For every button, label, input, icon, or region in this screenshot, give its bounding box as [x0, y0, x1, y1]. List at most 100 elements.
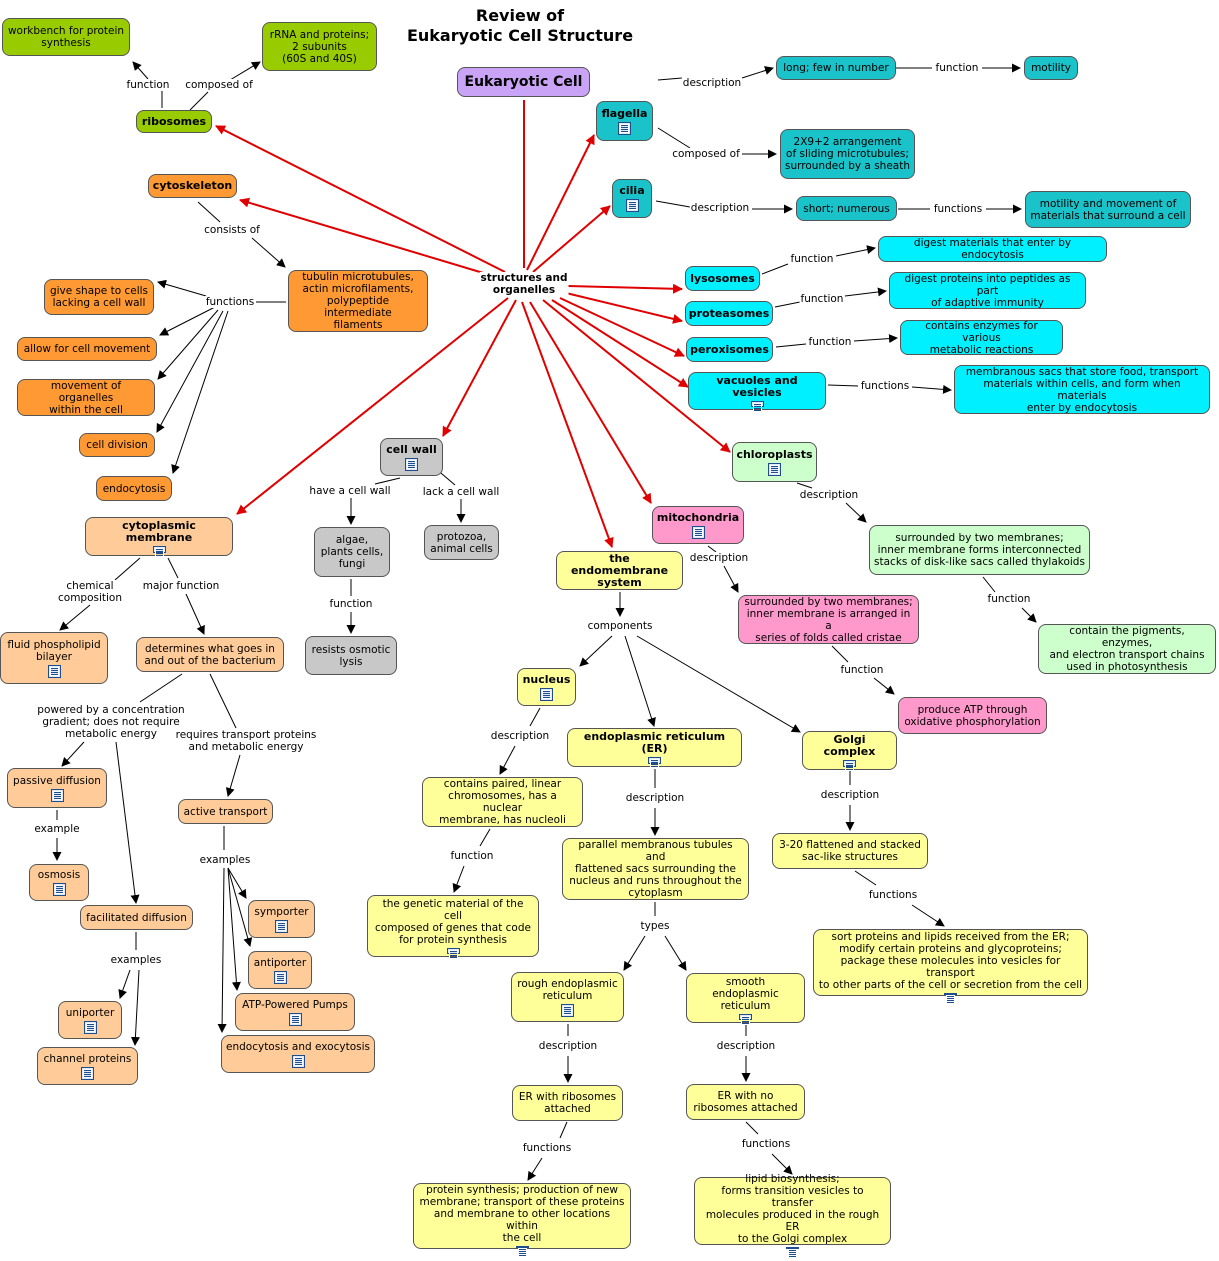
document-icon[interactable]: [540, 687, 553, 701]
node-label: mitochondria: [656, 510, 740, 524]
node-label: cytoplasmic membrane: [122, 519, 196, 544]
link-label: description: [688, 552, 750, 564]
node-label: symporter: [254, 905, 309, 918]
node-label: surrounded by two membranes; inner membr…: [874, 532, 1085, 568]
link-label: description: [489, 730, 551, 742]
document-icon[interactable]: [291, 1054, 305, 1068]
black-connector: [229, 61, 261, 81]
node-smooth-er-description: ER with no ribosomes attached: [686, 1084, 805, 1120]
node-motility-movement: motility and movement of materials that …: [1025, 191, 1191, 228]
link-label: description: [798, 489, 860, 501]
node-label: tubulin microtubules, actin microfilamen…: [302, 271, 414, 331]
document-icon[interactable]: [515, 1246, 529, 1257]
document-icon[interactable]: [648, 757, 661, 768]
document-icon[interactable]: [81, 1066, 94, 1080]
document-icon[interactable]: [625, 199, 639, 212]
document-icon[interactable]: [273, 970, 287, 984]
node-endocytosis: endocytosis: [96, 476, 172, 501]
node-facilitated-diffusion: facilitated diffusion: [80, 905, 193, 930]
document-icon[interactable]: [152, 546, 166, 557]
document-icon[interactable]: [750, 401, 764, 412]
node-label: cell wall: [386, 442, 437, 456]
red-connector: [567, 283, 683, 294]
black-connector: [873, 677, 895, 695]
link-label: major function: [141, 580, 221, 592]
node-atp-pumps: ATP-Powered Pumps: [235, 993, 355, 1031]
node-uniporter: uniporter: [58, 1001, 122, 1039]
node-motility: motility: [1024, 56, 1078, 80]
node-antiporter: antiporter: [248, 951, 312, 989]
node-algae-plants-fungi: algae, plants cells, fungi: [314, 527, 390, 577]
black-connector: [157, 309, 219, 380]
node-endomembrane-system: the endomembrane system: [556, 551, 683, 590]
black-connector: [217, 867, 227, 1033]
document-icon[interactable]: [405, 457, 418, 471]
black-connector: [774, 301, 801, 308]
document-icon[interactable]: [52, 883, 66, 896]
node-label: contains paired, linear chromosomes, has…: [439, 778, 566, 826]
link-label: description: [715, 1040, 777, 1052]
black-connector: [624, 635, 656, 727]
black-connector: [1021, 607, 1037, 623]
node-label: fluid phospholipid bilayer: [7, 638, 101, 663]
node-er-description: parallel membranous tubules and flattene…: [562, 838, 749, 900]
document-icon[interactable]: [50, 788, 64, 802]
black-connector: [559, 1121, 568, 1139]
node-label: lysosomes: [690, 271, 755, 285]
black-connector: [844, 287, 887, 297]
document-icon[interactable]: [843, 760, 856, 771]
black-connector: [227, 867, 241, 991]
node-label: ER with ribosomes attached: [518, 1091, 617, 1115]
document-icon[interactable]: [691, 525, 705, 539]
black-connector: [171, 310, 229, 474]
document-icon[interactable]: [275, 919, 288, 933]
black-connector: [185, 593, 205, 635]
red-connector: [521, 301, 614, 548]
red-connector: [526, 134, 595, 271]
document-icon[interactable]: [768, 462, 781, 476]
red-connector: [215, 125, 506, 273]
document-icon[interactable]: [618, 121, 631, 135]
link-label: function: [807, 336, 853, 348]
node-label: produce ATP through oxidative phosphoryl…: [904, 703, 1041, 728]
red-connector: [236, 297, 509, 515]
node-label: antiporter: [253, 956, 307, 969]
document-icon[interactable]: [786, 1247, 799, 1258]
node-label: flagella: [601, 106, 648, 120]
node-label: movement of organelles within the cell: [49, 379, 123, 416]
node-tubulin: tubulin microtubules, actin microfilamen…: [288, 270, 428, 332]
red-connector: [559, 297, 685, 357]
node-fluid-bilayer: fluid phospholipid bilayer: [0, 632, 108, 684]
node-smooth-er-function: lipid biosynthesis; forms transition ves…: [694, 1173, 891, 1258]
node-label: digest materials that enter by endocytos…: [913, 237, 1072, 261]
link-label: composed of: [671, 148, 741, 160]
node-golgi-function: sort proteins and lipids received from t…: [813, 929, 1088, 1004]
node-label: peroxisomes: [690, 342, 769, 356]
document-icon[interactable]: [739, 1014, 752, 1025]
black-connector: [775, 343, 807, 348]
document-icon[interactable]: [446, 948, 460, 959]
link-label: chemical composition: [56, 580, 124, 604]
node-symporter: symporter: [248, 900, 315, 938]
node-label: parallel membranous tubules and flattene…: [569, 839, 742, 899]
page-title: Review of Eukaryotic Cell Structure: [406, 6, 634, 45]
document-icon[interactable]: [288, 1012, 302, 1026]
node-ribosomes-composition: rRNA and proteins; 2 subunits (60S and 4…: [262, 22, 377, 71]
node-golgi-complex: Golgi complex: [802, 731, 897, 771]
node-label: short; numerous: [803, 202, 890, 215]
node-label: chloroplasts: [736, 447, 813, 461]
document-icon[interactable]: [47, 664, 61, 678]
document-icon[interactable]: [944, 992, 957, 1004]
black-connector: [657, 77, 683, 81]
document-icon[interactable]: [83, 1020, 97, 1034]
document-icon[interactable]: [561, 1003, 574, 1017]
black-connector: [527, 1157, 543, 1181]
node-label: long; few in number: [783, 62, 889, 74]
black-connector: [529, 707, 541, 727]
black-connector: [636, 635, 801, 733]
black-connector: [853, 334, 898, 344]
node-allow-movement: allow for cell movement: [17, 337, 157, 361]
link-label: functions: [867, 889, 919, 901]
node-determines: determines what goes in and out of the b…: [136, 637, 284, 672]
